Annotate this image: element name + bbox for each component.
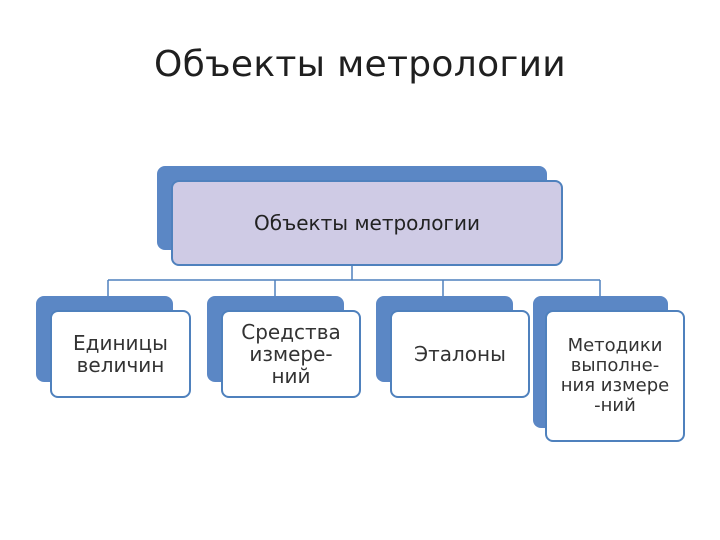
child-node-standards-label: Эталоны: [414, 342, 506, 366]
child-node-units-label: Единицы величин: [73, 331, 168, 377]
child-node-methods-label: Методики выполне- ния измере -ний: [560, 335, 670, 416]
child-node-units: Единицы величин: [50, 310, 191, 398]
child-node-instruments: Средства измере- ний: [221, 310, 361, 398]
child-node-instruments-label: Средства измере- ний: [241, 320, 341, 388]
root-node-label: Объекты метрологии: [254, 211, 480, 235]
slide-title: Объекты метрологии: [154, 44, 566, 85]
root-node: Объекты метрологии: [171, 180, 563, 266]
child-node-methods: Методики выполне- ния измере -ний: [545, 310, 685, 442]
child-node-standards: Эталоны: [390, 310, 530, 398]
